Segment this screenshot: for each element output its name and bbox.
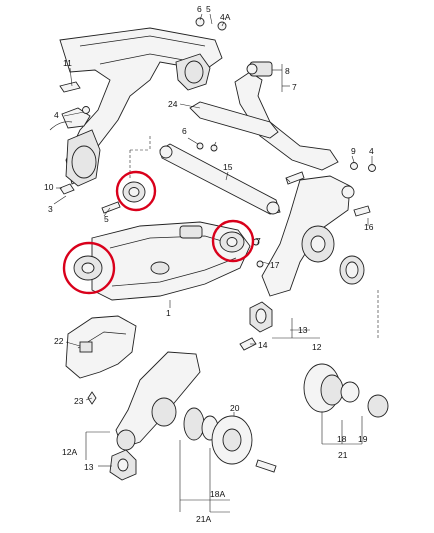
- label-6-top: 6: [197, 4, 202, 14]
- label-10: 10: [44, 182, 54, 192]
- subframe: [49, 27, 223, 187]
- wheel-carrier-lower: [115, 351, 201, 451]
- highlight-circle-front-bushing: [62, 241, 116, 295]
- leader-lines: [53, 13, 379, 513]
- highlight-circles: [62, 170, 255, 295]
- label-6-mid: 6: [182, 126, 187, 136]
- label-21A: 21A: [196, 514, 211, 524]
- label-5-top: 5: [206, 4, 211, 14]
- label-15: 15: [223, 162, 233, 172]
- label-24: 24: [168, 99, 178, 109]
- lower-control-arm: [91, 221, 251, 301]
- label-21: 21: [338, 450, 348, 460]
- label-3: 3: [48, 204, 53, 214]
- highlight-circle-rear-bushing: [211, 219, 255, 263]
- wheel-carrier: [261, 175, 355, 297]
- label-12A: 12A: [62, 447, 77, 457]
- bolts: [59, 17, 376, 473]
- label-13-left: 13: [84, 462, 94, 472]
- label-4A: 4A: [220, 12, 231, 22]
- label-4-right: 4: [369, 146, 374, 156]
- bushing-upper: [122, 181, 146, 203]
- lower-bushing-13: [249, 301, 273, 333]
- label-20: 20: [230, 403, 240, 413]
- track-rod: [159, 143, 281, 215]
- label-7-mid: 7: [256, 236, 261, 246]
- label-18A: 18A: [210, 489, 225, 499]
- upper-arm-assembly: [189, 61, 339, 171]
- label-9: 9: [351, 146, 356, 156]
- bearing-ring: [339, 255, 365, 285]
- label-13-right: 13: [298, 325, 308, 335]
- part-labels: 6 5 4A 11 4 10 3 5 8 7 24 6 9 4 15 7 16 …: [44, 4, 374, 524]
- label-22: 22: [54, 336, 64, 346]
- label-17: 17: [270, 260, 280, 270]
- label-8: 8: [285, 66, 290, 76]
- label-19: 19: [358, 434, 368, 444]
- label-12: 12: [312, 342, 322, 352]
- bushing-rear: [219, 231, 245, 253]
- highlight-circle-upper-bushing: [115, 170, 157, 212]
- wheel-hub: [303, 363, 389, 418]
- bushing-front: [73, 255, 103, 281]
- bushing-13-lower: [109, 449, 137, 481]
- label-1: 1: [166, 308, 171, 318]
- label-5-left: 5: [104, 214, 109, 224]
- label-23: 23: [74, 396, 84, 406]
- label-7-top: 7: [292, 82, 297, 92]
- label-4-left: 4: [54, 110, 59, 120]
- label-18: 18: [337, 434, 347, 444]
- label-11: 11: [63, 58, 72, 68]
- hub-20-assembly: [183, 407, 253, 465]
- label-14: 14: [258, 340, 268, 350]
- label-16: 16: [364, 222, 374, 232]
- heat-shield: [65, 315, 137, 379]
